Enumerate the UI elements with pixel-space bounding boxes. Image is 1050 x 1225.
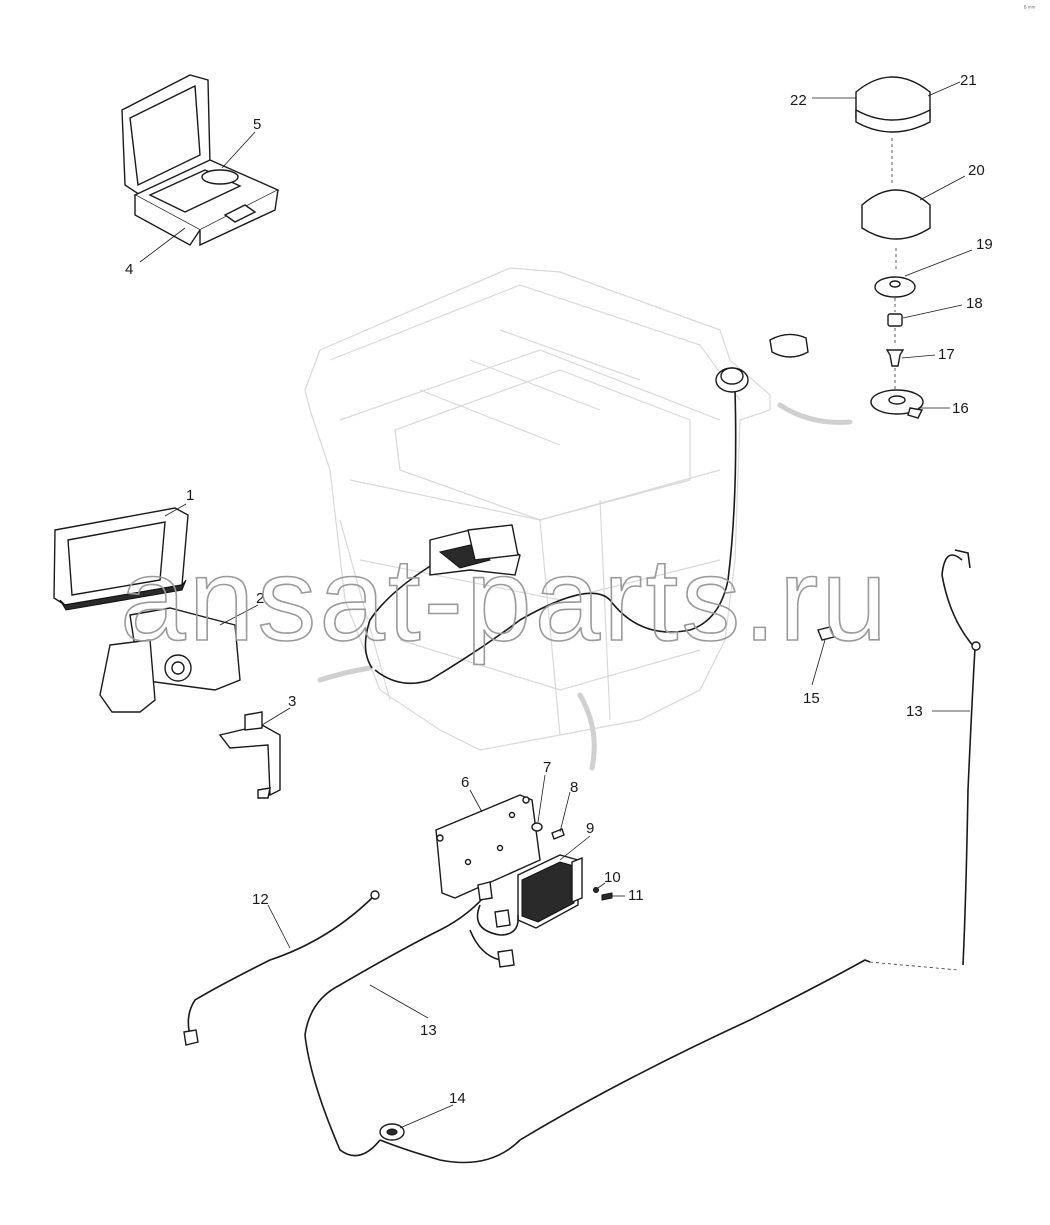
callout-18: 18 (966, 295, 983, 312)
callout-13-lower: 13 (420, 1022, 437, 1039)
callout-5: 5 (253, 116, 261, 133)
display-unit (53, 507, 189, 611)
direction-arrows (317, 402, 853, 771)
callout-1: 1 (186, 487, 194, 504)
callout-22: 22 (790, 92, 807, 109)
arrow-to-controller (577, 692, 597, 771)
callout-8: 8 (570, 779, 578, 796)
callout-12: 12 (252, 891, 269, 908)
callout-10: 10 (604, 869, 621, 886)
corner-mark: ᴮ ᵐᵐ (1024, 5, 1036, 12)
callout-16: 16 (952, 400, 969, 417)
leader-lines (139, 81, 973, 1129)
main-harness-13 (304, 881, 871, 1164)
callout-6: 6 (461, 774, 469, 791)
watermark: ansat-parts.ru (120, 534, 890, 666)
antenna-harness-13 (869, 549, 981, 971)
arrow-to-antenna-group (777, 402, 853, 425)
grommet-14 (379, 1123, 405, 1141)
callout-14: 14 (449, 1090, 466, 1107)
mounting-plate-6 (435, 794, 541, 899)
carrying-case (121, 74, 280, 247)
controller-module-9 (517, 854, 583, 929)
callout-15: 15 (803, 690, 820, 707)
callout-3: 3 (288, 693, 296, 710)
callout-17: 17 (938, 346, 955, 363)
display-bracket (99, 607, 241, 713)
bolts-7-8 (531, 822, 565, 840)
arrow-to-display (317, 665, 373, 683)
cab-harness (364, 389, 737, 685)
antenna-stack (855, 76, 931, 419)
cab-antenna-base (715, 333, 809, 393)
callout-labels: 1 2 3 4 5 6 7 8 9 10 11 12 13 13 14 15 1… (125, 72, 993, 1107)
callout-2: 2 (256, 590, 264, 607)
mounting-bracket (218, 711, 281, 799)
callout-21: 21 (960, 72, 977, 89)
screws-10-11 (593, 887, 613, 901)
callout-9: 9 (586, 820, 594, 837)
callout-7: 7 (543, 759, 551, 776)
callout-20: 20 (968, 162, 985, 179)
cable-12 (183, 890, 380, 1046)
callout-11: 11 (628, 887, 644, 904)
callout-19: 19 (976, 236, 993, 253)
callout-13-right: 13 (906, 703, 923, 720)
connector-15 (817, 626, 835, 641)
callout-4: 4 (125, 261, 133, 278)
cab-ghost-outline (304, 267, 771, 751)
